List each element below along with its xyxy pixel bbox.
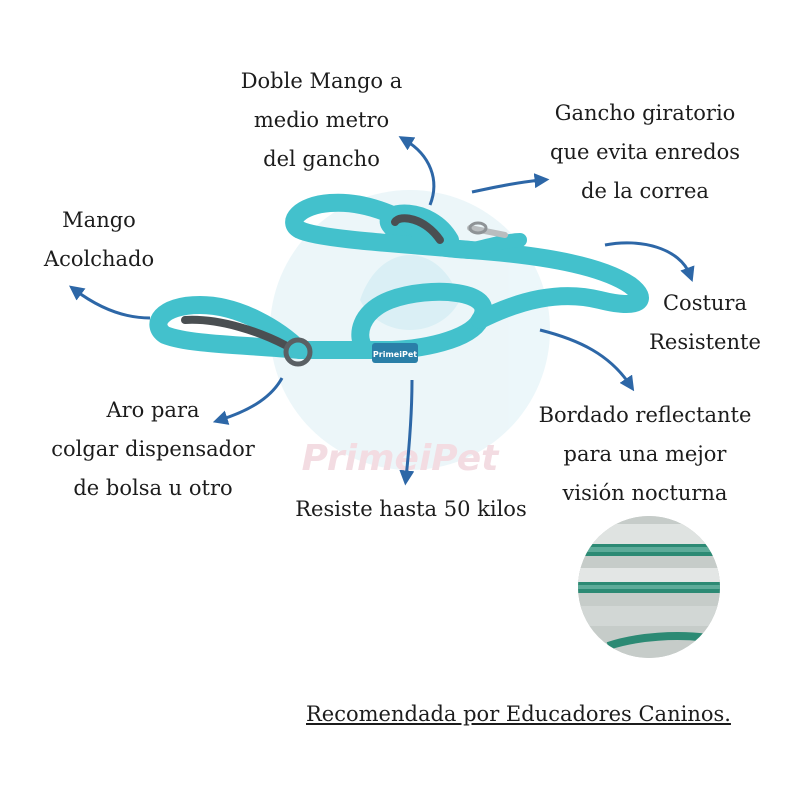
arrow-resiste (399, 379, 415, 486)
label-doble-mango: Doble Mango a medio metro del gancho (240, 69, 403, 171)
arrow-aro (212, 377, 284, 425)
callout-arrows (68, 136, 695, 486)
label-aro: Aro para colgar dispensador de bolsa u o… (51, 398, 255, 500)
arrow-mango-acolchado (68, 285, 151, 320)
dog-leash (149, 193, 649, 367)
label-bordado-reflectante: Bordado reflectante para una mejor visió… (538, 403, 752, 505)
label-resiste: Resiste hasta 50 kilos (295, 497, 527, 521)
watermark-text: PrimeiPet (302, 438, 500, 479)
arrow-costura (604, 241, 695, 283)
brand-tag-text: PrimeiPet (373, 350, 417, 359)
reflective-stitching-photo (578, 516, 720, 658)
arrow-doble-mango (398, 136, 436, 206)
label-costura-resistente: Costura Resistente (649, 291, 761, 354)
label-mango-acolchado: Mango Acolchado (43, 208, 155, 271)
arrow-bordado (539, 328, 635, 392)
brand-tag: PrimeiPet (372, 343, 418, 363)
arrow-gancho (471, 173, 550, 194)
footer-recommendation: Recomendada por Educadores Caninos. (306, 702, 731, 726)
label-gancho-giratorio: Gancho giratorio que evita enredos de la… (550, 101, 740, 203)
